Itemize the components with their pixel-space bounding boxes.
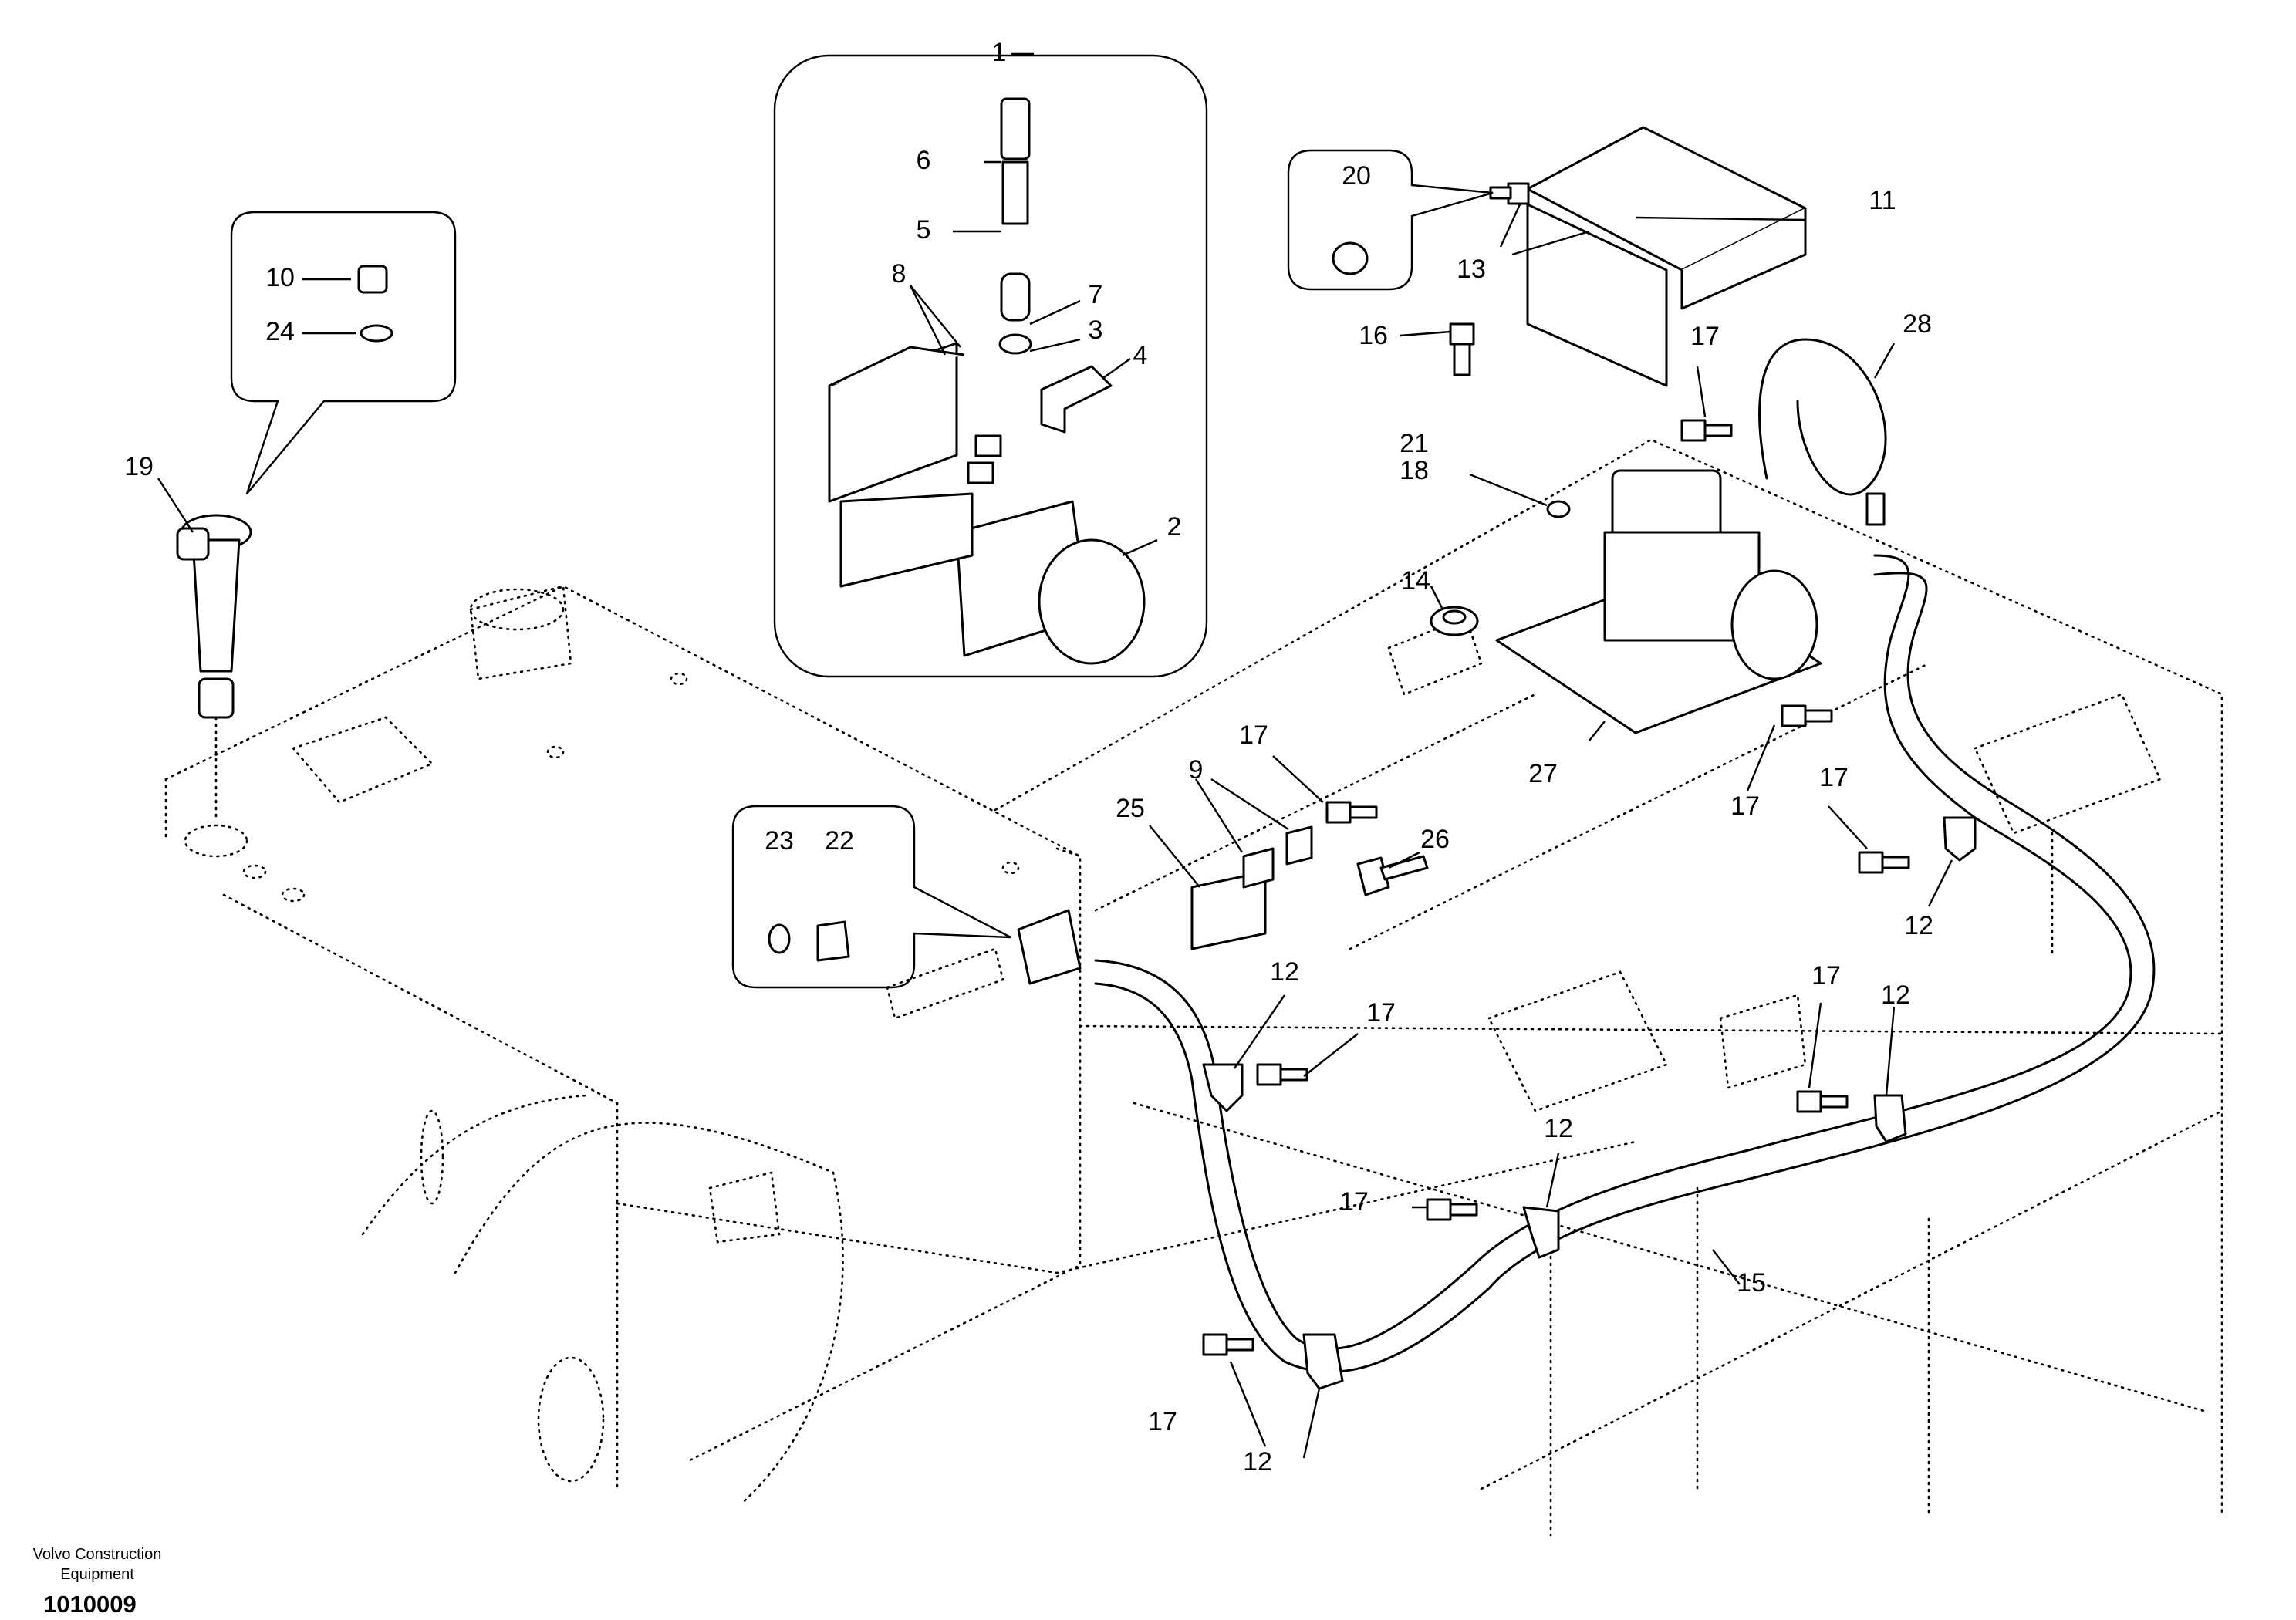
spacer-9 xyxy=(1242,847,1275,889)
callout-18: 18 xyxy=(1400,456,1429,485)
callout-6: 6 xyxy=(917,146,931,175)
bolt-17-e xyxy=(1858,851,1910,874)
callout-4: 4 xyxy=(1133,341,1148,370)
bolt-17-b xyxy=(1202,1333,1254,1356)
hose-clamps xyxy=(1202,816,1977,1390)
callout-24: 24 xyxy=(265,317,295,346)
callout-1: 1 xyxy=(992,38,1007,67)
callout-26: 26 xyxy=(1420,825,1450,854)
detail-bubble-plug xyxy=(731,805,1082,989)
callout-12e: 12 xyxy=(1904,911,1933,940)
callout-labels: 1 2 3 4 5 6 7 8 9 10 11 12 12 12 12 12 1… xyxy=(124,38,1933,1477)
callout-15: 15 xyxy=(1737,1268,1766,1298)
callout-21: 21 xyxy=(1400,429,1429,458)
clamp-12-d xyxy=(1873,1094,1907,1143)
callout-2: 2 xyxy=(1167,512,1182,542)
machine-frame xyxy=(164,438,2223,1537)
callout-12d: 12 xyxy=(1881,980,1910,1010)
clamp-12-e xyxy=(1943,816,1977,862)
nozzle-6 xyxy=(1000,97,1031,160)
callout-17b: 17 xyxy=(1366,998,1396,1028)
bolt-16 xyxy=(1449,322,1475,346)
callout-12a: 12 xyxy=(1270,957,1299,987)
drawing-number: 1010009 xyxy=(43,1591,137,1618)
clamp-12-a xyxy=(1202,1063,1244,1112)
company-name: Volvo Construction Equipment xyxy=(12,1544,182,1585)
washer-23 xyxy=(768,923,791,954)
callout-17h: 17 xyxy=(1690,322,1720,351)
detail-box-nut xyxy=(1287,149,1494,291)
nut-20 xyxy=(1332,241,1369,275)
callout-17d: 17 xyxy=(1148,1407,1177,1436)
callout-14: 14 xyxy=(1401,566,1430,596)
company-name-line1: Volvo Construction xyxy=(32,1546,162,1563)
elbow-4 xyxy=(1040,365,1113,434)
bolts xyxy=(1202,419,1910,1356)
callout-9: 9 xyxy=(1189,755,1204,785)
callout-7: 7 xyxy=(1089,280,1103,309)
callout-5: 5 xyxy=(917,215,931,245)
callout-3: 3 xyxy=(1089,316,1103,345)
nozzle-hose-28 xyxy=(1758,338,1887,496)
callout-17a: 17 xyxy=(1239,721,1268,750)
bolt-17-g xyxy=(1680,419,1733,442)
cap-10 xyxy=(357,265,388,294)
plug-22 xyxy=(816,920,850,962)
washer-hose xyxy=(1094,554,2156,1373)
callout-12c: 12 xyxy=(1544,1114,1573,1143)
callout-27: 27 xyxy=(1528,759,1558,788)
clamp-12-b xyxy=(1302,1333,1344,1390)
callout-13: 13 xyxy=(1457,255,1486,284)
pump-parts xyxy=(828,97,1146,665)
callout-10: 10 xyxy=(265,263,295,292)
callout-22: 22 xyxy=(825,826,854,856)
callout-8: 8 xyxy=(892,259,907,289)
oring-3 xyxy=(998,333,1032,355)
nipple-5 xyxy=(1001,160,1029,225)
callout-11: 11 xyxy=(1869,186,1896,215)
callout-12b: 12 xyxy=(1243,1447,1272,1477)
clamp-12-c xyxy=(1522,1206,1560,1259)
callout-19: 19 xyxy=(124,452,154,481)
callout-16: 16 xyxy=(1359,321,1388,350)
hose-7 xyxy=(1000,272,1031,322)
callout-17c: 17 xyxy=(1339,1187,1369,1217)
detail-bubble-cap xyxy=(230,211,457,494)
callout-23: 23 xyxy=(765,826,794,856)
callout-28: 28 xyxy=(1903,309,1932,339)
oring-24 xyxy=(360,324,393,343)
level-sensor-19 xyxy=(176,514,252,819)
detail-box-pump xyxy=(773,54,1208,678)
plate-25 xyxy=(1190,870,1267,950)
callout-17f: 17 xyxy=(1730,791,1760,821)
callout-20: 20 xyxy=(1342,161,1371,191)
company-name-line2: Equipment xyxy=(60,1566,134,1583)
bolt-17-f xyxy=(1781,704,1833,727)
callout-17e: 17 xyxy=(1811,961,1841,991)
callout-25: 25 xyxy=(1116,794,1145,823)
bolt-17-d xyxy=(1796,1090,1849,1113)
washer-tank-assembly xyxy=(1430,126,1887,734)
bolt-17-c xyxy=(1426,1198,1478,1221)
bolt-17-h xyxy=(1325,801,1378,824)
bracket-parts xyxy=(1190,825,1429,950)
bolt-17-a xyxy=(1256,1063,1308,1086)
leader-lines xyxy=(157,52,1953,1459)
screw-18 xyxy=(1546,500,1571,518)
callout-17g: 17 xyxy=(1819,763,1849,792)
